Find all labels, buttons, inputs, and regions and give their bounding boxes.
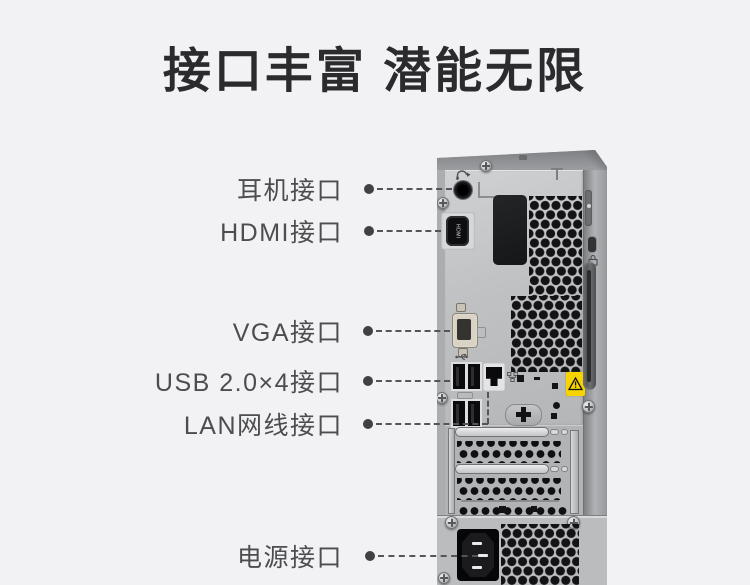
slot-vent-holes: [457, 441, 561, 463]
hdmi-port: HDMI: [446, 216, 469, 246]
slot-bracket: [448, 428, 455, 514]
callout-line: [377, 188, 452, 190]
lan-port: [483, 363, 505, 391]
slot-latch-bit: [550, 429, 559, 435]
knockout-mark: [551, 413, 557, 419]
usb-port: [453, 401, 465, 426]
page-title: 接口丰富 潜能无限: [162, 45, 588, 98]
callout-line: [376, 423, 488, 425]
screw: [480, 160, 492, 172]
usb-label-mark: [457, 392, 473, 399]
etched-mark: [556, 168, 558, 180]
side-slot: [585, 190, 592, 226]
usb-port: [468, 401, 480, 426]
callout-line: [376, 330, 450, 332]
knockout-mark: [553, 402, 560, 409]
usb-icon: [455, 354, 469, 360]
chassis-notch: [519, 155, 527, 160]
vga-pin-field: [457, 319, 471, 340]
label-hdmi-port: HDMI接口: [220, 219, 343, 247]
screw: [438, 572, 450, 584]
knockout-plate: [505, 404, 542, 426]
vga-standoff: [456, 303, 466, 312]
callout-line: [376, 380, 450, 382]
callout-dot: [363, 376, 373, 386]
slot-cover: [455, 427, 549, 437]
slot-vent-holes: [457, 503, 569, 515]
etched-mark: [477, 327, 486, 338]
slot-latch-bit: [561, 429, 568, 435]
psu-vent-grille: [501, 524, 579, 585]
screw: [437, 392, 448, 404]
usb-port: [453, 364, 465, 389]
etched-corner-mark: [478, 182, 494, 198]
slot-cover: [455, 464, 549, 474]
knockout-mark: [531, 506, 537, 512]
label-vga-port: VGA接口: [232, 319, 343, 347]
desktop-tower-rear: HDMI: [437, 150, 607, 585]
callout-line: [378, 555, 478, 557]
knockout-mark: [552, 383, 558, 389]
blank-plate: [493, 195, 527, 265]
rj45-socket: [486, 367, 502, 386]
label-power-port: 电源接口: [236, 544, 343, 572]
screw: [437, 197, 449, 209]
screw: [582, 400, 595, 413]
usb-port: [468, 364, 480, 389]
power-inlet: [457, 529, 499, 581]
network-icon: [507, 372, 518, 382]
callout-dot: [364, 184, 374, 194]
label-usb-ports: USB 2.0×4接口: [154, 369, 343, 397]
hdmi-port-label: HDMI: [454, 223, 461, 239]
side-latch-handle: [583, 262, 596, 390]
slot-vent-holes: [457, 478, 561, 500]
label-lan-port: LAN网线接口: [183, 412, 343, 440]
side-slot-screw: [587, 204, 591, 208]
warning-sticker: [566, 372, 585, 396]
slot-bracket: [570, 430, 579, 514]
slot-latch-bit: [561, 466, 568, 472]
knockout-mark: [499, 506, 506, 513]
callout-dot: [363, 326, 373, 336]
callout-line-elbow: [487, 392, 489, 424]
vent-grille: [511, 296, 582, 372]
label-headphone-port: 耳机接口: [236, 177, 343, 205]
headset-icon: [456, 170, 471, 180]
slot-latch-bit: [550, 466, 559, 472]
panel-seam: [461, 500, 559, 502]
knockout-mark: [534, 377, 540, 380]
headphone-jack: [454, 181, 472, 199]
screw: [445, 516, 458, 529]
warning-triangle-icon: [568, 377, 583, 391]
etched-mark: [551, 168, 563, 170]
vent-grille: [529, 196, 582, 296]
callout-line: [377, 230, 441, 232]
vga-port: [452, 313, 478, 348]
chassis-corner: [581, 150, 607, 172]
kensington-lock-slot: [588, 237, 596, 252]
callout-dot: [365, 551, 375, 561]
knockout-mark: [517, 375, 524, 382]
callout-dot: [364, 226, 374, 236]
callout-dot: [363, 419, 373, 429]
